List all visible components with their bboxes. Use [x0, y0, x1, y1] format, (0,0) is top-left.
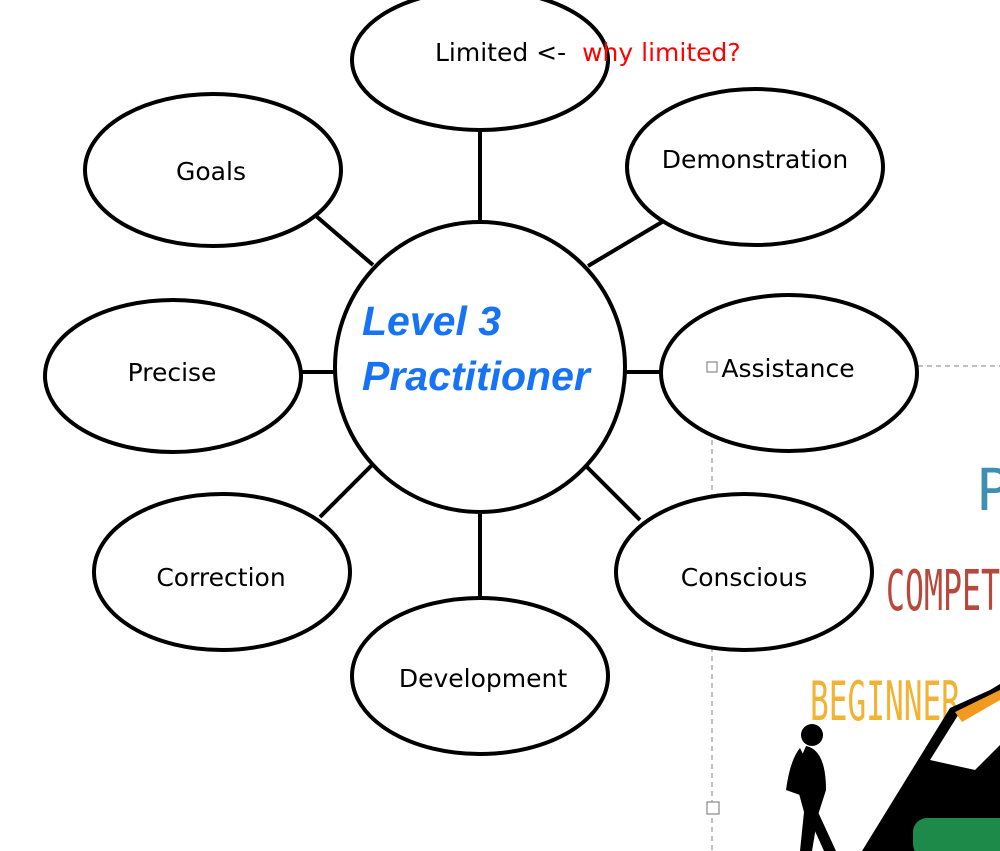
node-conscious-label: Conscious: [681, 563, 807, 592]
embedded-image[interactable]: PR COMPET BEGINNER: [786, 456, 1000, 851]
green-bar: [913, 818, 1000, 851]
center-node[interactable]: Level 3 Practitioner: [333, 220, 627, 514]
spoke-conscious: [584, 464, 642, 522]
mountain-snow: [930, 700, 1000, 770]
node-assistance-label: Assistance: [721, 354, 854, 383]
node-limited-note: why limited?: [582, 38, 741, 67]
spokes: [302, 130, 664, 598]
spoke-goals: [314, 214, 375, 267]
node-limited-label: Limited <-: [435, 38, 566, 67]
svg-text:Limited <- why limited?: Limited <- why limited?: [435, 38, 741, 67]
word-middle: COMPET: [886, 559, 1000, 624]
node-precise-label: Precise: [128, 358, 217, 387]
node-goals[interactable]: Goals: [83, 92, 343, 248]
mountain-accent: [955, 690, 1000, 722]
node-assistance[interactable]: Assistance: [659, 293, 919, 453]
node-precise[interactable]: Precise: [43, 298, 303, 454]
node-correction[interactable]: Correction: [92, 492, 352, 652]
word-bottom: BEGINNER: [810, 670, 960, 733]
node-demonstration-label: Demonstration: [662, 145, 848, 174]
hiker-silhouette-icon: [786, 724, 836, 851]
node-correction-label: Correction: [156, 563, 285, 592]
node-limited[interactable]: Limited <- why limited?: [350, 0, 741, 132]
node-development[interactable]: Development: [350, 596, 610, 756]
resize-handle-icon[interactable]: [706, 801, 720, 815]
image-selection-frame: [711, 365, 1000, 851]
node-goals-label: Goals: [176, 157, 246, 186]
node-conscious[interactable]: Conscious: [614, 492, 874, 652]
center-title-line1: Level 3: [362, 298, 501, 344]
word-top: PR: [976, 456, 1000, 524]
node-development-label: Development: [399, 664, 567, 693]
node-demonstration[interactable]: Demonstration: [625, 87, 885, 247]
spoke-demonstration: [586, 220, 664, 268]
center-title-line2: Practitioner: [362, 353, 592, 399]
spoke-correction: [318, 462, 375, 519]
selection-handle-icon[interactable]: [706, 361, 718, 373]
